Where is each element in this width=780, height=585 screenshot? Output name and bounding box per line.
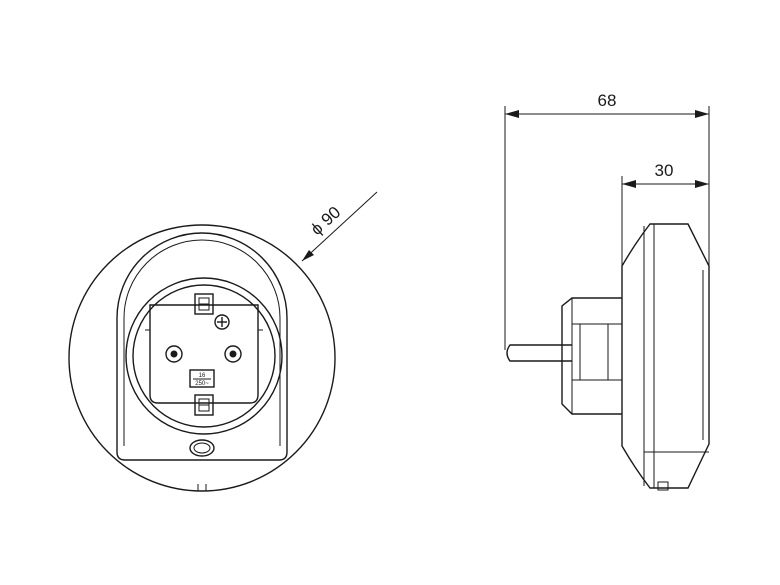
side-view <box>506 223 710 491</box>
front-view: 16 250~ <box>68 224 336 492</box>
depth-dimension-68: 68 <box>504 91 710 350</box>
pin-hole-right <box>224 345 242 363</box>
bottom-clip <box>657 481 669 491</box>
earth-clip-top <box>194 293 214 315</box>
arrowhead-30-left <box>622 180 636 188</box>
arrowhead-68-left <box>505 110 519 118</box>
arrowhead-30-right <box>695 180 709 188</box>
dimension-label-30: 30 <box>655 161 674 180</box>
outer-housing-circle <box>68 224 336 492</box>
diameter-arrowhead <box>302 250 314 261</box>
socket-cavity <box>149 304 259 404</box>
depth-dimension-30: 30 <box>621 161 709 266</box>
socket-inner-ring <box>132 284 276 428</box>
pin-hole-left <box>165 345 183 363</box>
socket-outer-ring <box>125 277 283 435</box>
plug-body <box>561 297 622 415</box>
diameter-dimension: ϕ 90 <box>301 191 378 262</box>
diameter-leader-line <box>301 191 378 262</box>
face-plate-inner-outline <box>123 239 281 446</box>
earth-clip-bottom <box>194 394 214 416</box>
arrowhead-68-right <box>695 110 709 118</box>
plug-pin <box>506 344 572 362</box>
rating-label-top: 16 <box>199 373 206 379</box>
rating-label-bottom: 250~ <box>195 381 209 387</box>
bottom-notch <box>197 484 207 492</box>
dimension-label-68: 68 <box>598 91 617 110</box>
diameter-label: ϕ 90 <box>307 203 344 239</box>
indicator-light <box>189 439 215 457</box>
center-screw <box>214 314 230 330</box>
housing-body <box>621 223 710 489</box>
face-plate-outline <box>116 232 288 461</box>
rating-label: 16 250~ <box>189 369 215 388</box>
